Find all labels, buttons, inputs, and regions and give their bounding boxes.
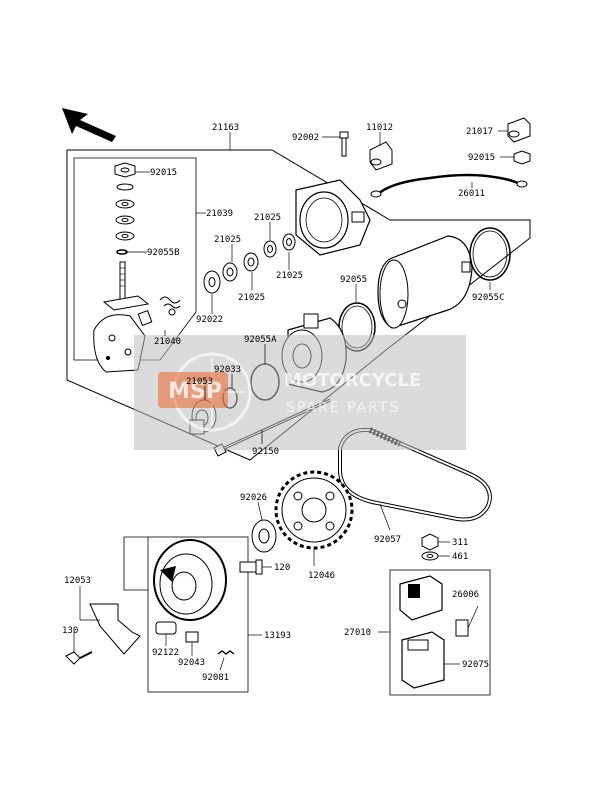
assembly-outline-21163	[66, 149, 531, 461]
label-21017: 21017	[466, 127, 493, 137]
label-130: 130	[62, 626, 78, 636]
watermark-logo: MSP	[168, 379, 222, 404]
part-terminal-bolt[interactable]	[102, 261, 150, 311]
label-26006: 26006	[452, 590, 479, 600]
part-labels: 21163 92002 11012 21017 92015 26011 9201…	[62, 123, 505, 683]
part-bolt-92002[interactable]	[339, 131, 349, 157]
part-nut-92015-b[interactable]	[513, 150, 531, 165]
part-washer-461[interactable]	[421, 551, 439, 561]
label-12053: 12053	[64, 576, 91, 586]
part-washer-21025[interactable]	[222, 233, 296, 282]
part-bolt-120[interactable]	[239, 559, 263, 575]
part-brush-holder[interactable]	[93, 310, 153, 373]
label-92081: 92081	[202, 673, 229, 683]
label-21025-d: 21025	[276, 271, 303, 281]
part-nut-92015[interactable]	[114, 162, 136, 178]
label-92002: 92002	[292, 133, 319, 143]
label-92043: 92043	[178, 658, 205, 668]
leader-lines	[73, 130, 514, 671]
part-relay[interactable]	[399, 575, 443, 621]
label-21039: 21039	[206, 209, 233, 219]
label-120: 120	[274, 563, 290, 573]
label-27010: 27010	[344, 628, 371, 638]
label-92122: 92122	[152, 648, 179, 658]
part-sprocket-12046[interactable]	[274, 470, 354, 550]
label-26011: 26011	[458, 189, 485, 199]
part-oring-92055c[interactable]	[469, 227, 511, 281]
label-92015-b: 92015	[468, 153, 495, 163]
label-461: 461	[452, 552, 468, 562]
watermark: MSP MOTORCYCLE SPARE PARTS	[134, 335, 466, 450]
watermark-sub: SPARE PARTS	[286, 400, 400, 416]
part-cable-26011[interactable]	[370, 173, 528, 198]
part-roller-92122[interactable]	[155, 621, 177, 635]
label-21040: 21040	[154, 337, 181, 347]
label-92033: 92033	[214, 365, 241, 375]
part-washer-92022[interactable]	[203, 270, 221, 294]
label-92015-a: 92015	[150, 168, 177, 178]
part-bracket-12053[interactable]	[89, 603, 141, 655]
part-cap-11012[interactable]	[369, 141, 393, 171]
part-washers-stack[interactable]	[115, 183, 135, 241]
label-21053: 21053	[186, 377, 213, 387]
part-spring-92081[interactable]	[217, 650, 235, 655]
part-spring-21040[interactable]	[159, 296, 181, 316]
part-end-cover[interactable]	[295, 179, 371, 256]
label-92055: 92055	[340, 275, 367, 285]
label-11012: 11012	[366, 123, 393, 133]
label-92055b: 92055B	[147, 248, 180, 258]
label-92022: 92022	[196, 315, 223, 325]
label-13193: 13193	[264, 631, 291, 641]
arrow-up-left-icon	[62, 108, 116, 142]
label-21025-a: 21025	[254, 213, 281, 223]
label-21163: 21163	[212, 123, 239, 133]
assembly-outline-13193	[147, 536, 249, 693]
label-311: 311	[452, 538, 468, 548]
label-92150: 92150	[252, 447, 279, 457]
watermark-brand: MOTORCYCLE	[284, 370, 421, 391]
label-92057: 92057	[374, 535, 401, 545]
part-cap-21017[interactable]	[507, 117, 531, 143]
label-21025-c: 21025	[238, 293, 265, 303]
assembly-outline-27010	[389, 569, 491, 696]
label-92055a: 92055A	[244, 335, 277, 345]
part-bolt-130[interactable]	[65, 651, 93, 665]
assembly-outline-13193-step	[123, 536, 148, 591]
label-92055c: 92055C	[472, 293, 505, 303]
part-starter-clutch[interactable]	[153, 539, 227, 621]
part-nut-311[interactable]	[421, 533, 439, 551]
part-yoke[interactable]	[377, 235, 473, 329]
label-12046: 12046	[308, 571, 335, 581]
part-pin-92043[interactable]	[185, 631, 199, 643]
label-92026: 92026	[240, 493, 267, 503]
part-fuse-26006[interactable]	[455, 619, 469, 637]
part-washer-92026[interactable]	[251, 519, 277, 553]
part-relay-cover-92075[interactable]	[401, 631, 445, 689]
label-92075: 92075	[462, 660, 489, 670]
label-21025-b: 21025	[214, 235, 241, 245]
